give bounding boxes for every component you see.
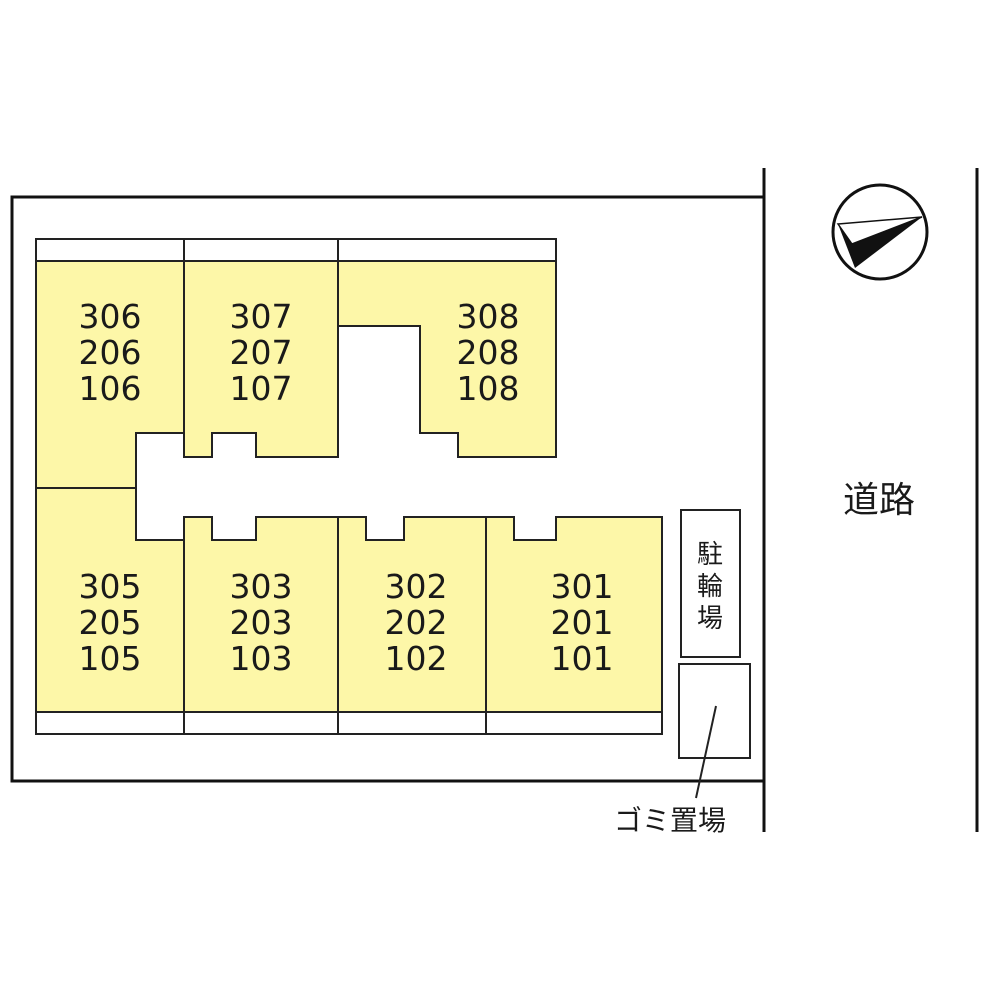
garbage-area-box xyxy=(678,663,751,759)
road-label: 道路 xyxy=(843,480,915,521)
unit-305-line-1: 305 xyxy=(79,567,142,606)
unit-301-line-3: 101 xyxy=(551,639,614,678)
balcony-308 xyxy=(337,238,557,262)
balcony-302 xyxy=(337,711,487,735)
unit-305-line-3: 105 xyxy=(79,639,142,678)
north-arrow-icon xyxy=(831,183,929,281)
unit-307-line-2: 207 xyxy=(230,333,293,372)
balcony-307 xyxy=(183,238,339,262)
unit-302-line-1: 302 xyxy=(385,567,448,606)
unit-303-line-3: 103 xyxy=(230,639,293,678)
bicycle-parking-char-2: 輪 xyxy=(697,572,723,602)
bicycle-parking-char-1: 駐 xyxy=(697,540,723,570)
unit-307-line-1: 307 xyxy=(230,297,293,336)
unit-301-shape xyxy=(485,516,663,713)
unit-303-line-1: 303 xyxy=(230,567,293,606)
unit-303-line-2: 203 xyxy=(230,603,293,642)
garbage-area-leader xyxy=(695,705,717,799)
balcony-303 xyxy=(183,711,339,735)
unit-308-line-2: 208 xyxy=(457,333,520,372)
unit-308-line-1: 308 xyxy=(457,297,520,336)
bicycle-parking-char-3: 場 xyxy=(697,604,723,634)
unit-308-line-3: 108 xyxy=(457,369,520,408)
unit-306-line-2: 206 xyxy=(79,333,142,372)
unit-302-line-2: 202 xyxy=(385,603,448,642)
unit-302-line-3: 102 xyxy=(385,639,448,678)
unit-306-line-1: 306 xyxy=(79,297,142,336)
balcony-305 xyxy=(35,711,185,735)
balcony-306 xyxy=(35,238,185,262)
unit-301-line-1: 301 xyxy=(551,567,614,606)
unit-306-line-3: 106 xyxy=(79,369,142,408)
garbage-area-label: ゴミ置場 xyxy=(614,804,726,837)
unit-307-line-3: 107 xyxy=(230,369,293,408)
unit-302-shape xyxy=(337,516,487,713)
unit-301-line-2: 201 xyxy=(551,603,614,642)
unit-308-shape xyxy=(337,260,557,458)
unit-303-shape xyxy=(183,516,339,713)
bicycle-parking-box xyxy=(680,509,741,658)
unit-305-line-2: 205 xyxy=(79,603,142,642)
balcony-301 xyxy=(485,711,663,735)
